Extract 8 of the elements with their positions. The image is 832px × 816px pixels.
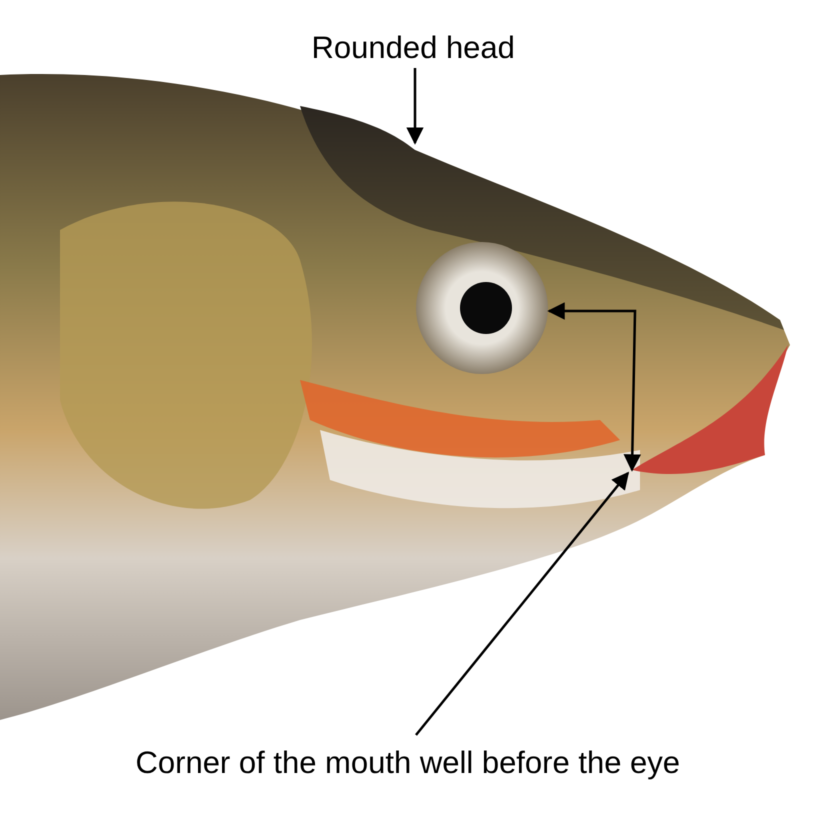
double-arrow bbox=[547, 302, 642, 472]
fish-mouth bbox=[632, 345, 788, 474]
annotation-text: Rounded head bbox=[312, 30, 515, 66]
fish-head bbox=[300, 106, 784, 330]
annotation-text: Corner of the mouth well before the eye bbox=[136, 745, 680, 781]
fish-eye bbox=[416, 242, 548, 374]
leader-line bbox=[406, 68, 424, 145]
leader-line bbox=[415, 472, 630, 736]
